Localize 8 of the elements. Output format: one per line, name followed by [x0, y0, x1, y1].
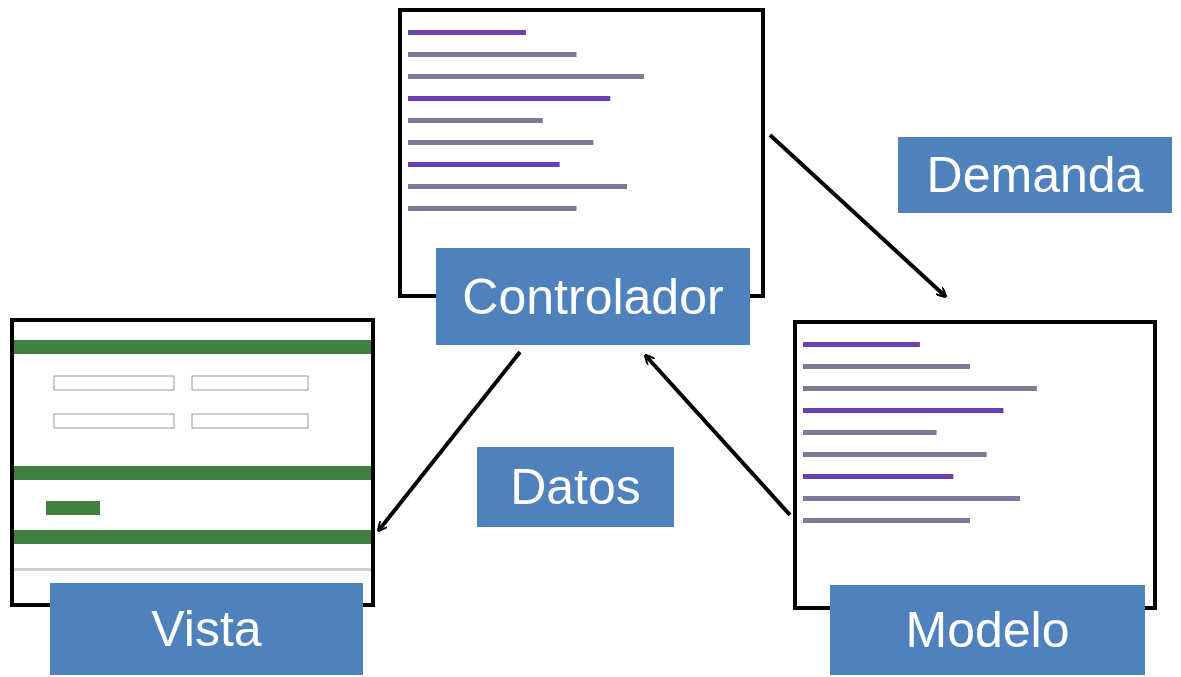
arrow — [768, 133, 948, 299]
label-box: Vista — [50, 583, 363, 675]
label-box: Modelo — [830, 585, 1145, 675]
label-box: Datos — [477, 447, 674, 527]
arrow — [643, 353, 792, 517]
label-box: Controlador — [436, 248, 750, 345]
arrow — [376, 350, 522, 533]
label-box: Demanda — [898, 137, 1172, 213]
